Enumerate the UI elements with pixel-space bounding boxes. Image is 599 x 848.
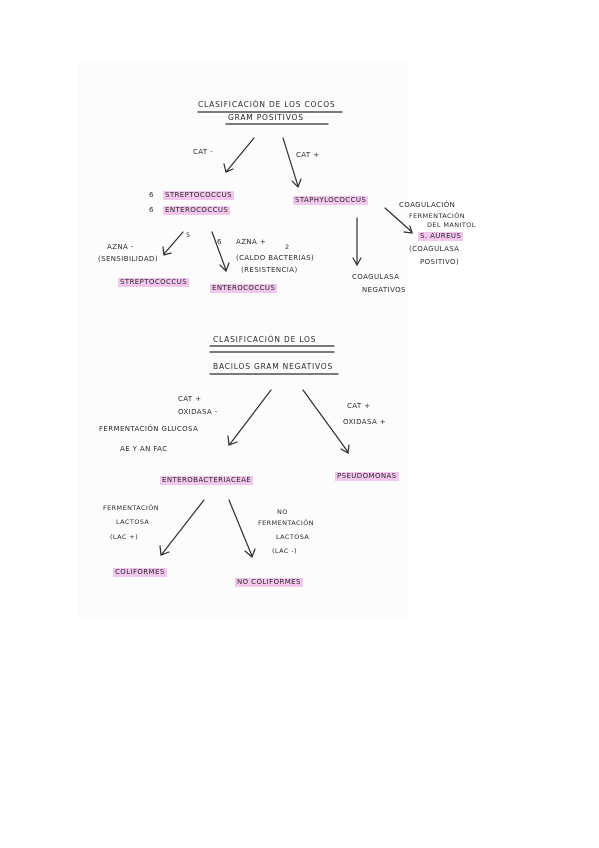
- s-aureus-label: S. AUREUS: [418, 232, 464, 241]
- right-condition-line1: CAT +: [347, 402, 371, 410]
- arrow-no-coliformes: [228, 499, 253, 557]
- azna-positive-superscript: 2: [285, 243, 290, 251]
- coagulase-positive-line4: (COAGULASA: [409, 245, 460, 253]
- streptococcus-result: STREPTOCOCCUS: [118, 278, 189, 287]
- arrowhead: [219, 262, 230, 273]
- no-fermentation-line4: (LAC -): [272, 547, 297, 555]
- right-condition-line2: OXIDASA +: [343, 418, 387, 426]
- no-fermentation-line1: NO: [277, 508, 288, 516]
- coagulase-positive-line3: DEL MANITOL: [427, 221, 476, 229]
- coagulase-positive-line2: FERMENTACIÓN: [409, 212, 465, 220]
- azna-positive-line1: AZNA +: [236, 238, 267, 246]
- left-condition-line3: FERMENTACIÓN GLUCOSA: [99, 425, 199, 433]
- arrow-cat-neg: [225, 137, 255, 173]
- arrowhead: [227, 435, 238, 446]
- arrowhead: [352, 257, 362, 267]
- notebook-sheet: [78, 60, 408, 620]
- fermentation-line2: LACTOSA: [116, 518, 150, 526]
- coliformes-label: COLIFORMES: [113, 568, 167, 577]
- coagulase-negative-line2: NEGATIVOS: [362, 286, 406, 294]
- right-branch-number: 6: [217, 238, 222, 246]
- streptococcus-label: STREPTOCOCCUS: [163, 191, 234, 200]
- enterococcus-result: ENTEROCOCCUS: [210, 284, 278, 293]
- left-condition-line4: AE Y AN FAC: [120, 445, 168, 453]
- left-condition-line1: CAT +: [178, 395, 202, 403]
- bacilos-subtitle: BACILOS GRAM NEGATIVOS: [213, 362, 334, 371]
- cocos-title: CLASIFICACIÓN DE LOS COCOS: [198, 100, 336, 109]
- arrowhead: [159, 545, 170, 556]
- fermentation-line1: FERMENTACIÓN: [103, 504, 159, 512]
- cocos-subtitle: GRAM POSITIVOS: [228, 113, 304, 122]
- enterococcus-label: ENTEROCOCCUS: [163, 206, 231, 215]
- arrow-coliformes: [161, 499, 205, 555]
- coagulase-negative-line1: COAGULASA: [352, 273, 400, 281]
- azna-negative-line1: AZNA -: [107, 243, 134, 251]
- coagulase-positive-line1: COAGULACIÓN: [399, 201, 456, 209]
- arrowhead: [340, 444, 350, 454]
- no-fermentation-line3: LACTOSA: [276, 533, 310, 541]
- strep-marker: 6: [149, 191, 154, 199]
- arrowhead: [244, 548, 256, 559]
- no-coliformes-label: NO COLIFORMES: [235, 578, 303, 587]
- arrow-azna-pos: [211, 231, 227, 271]
- left-branch-number: 5: [186, 231, 191, 239]
- arrow-pseudomonas: [302, 389, 349, 453]
- cat-negative-label: CAT -: [193, 148, 214, 156]
- arrowhead: [162, 246, 172, 256]
- cat-positive-label: CAT +: [296, 151, 320, 159]
- azna-positive-line2: (CALDO BACTERIAS): [236, 254, 315, 262]
- no-fermentation-line2: FERMENTACIÓN: [258, 519, 314, 527]
- staphylococcus-label: STAPHYLOCOCCUS: [293, 196, 369, 205]
- arrowhead: [291, 178, 302, 189]
- azna-negative-line2: (SENSIBILIDAD): [98, 255, 158, 263]
- arrow-cat-pos: [282, 137, 299, 187]
- enterobacteriaceae-label: ENTEROBACTERIACEAE: [160, 476, 254, 485]
- coagulase-positive-line5: POSITIVO): [420, 258, 460, 266]
- arrowhead: [403, 225, 413, 234]
- arrow-enterobacteriaceae: [229, 389, 272, 445]
- left-condition-line2: OXIDASA -: [178, 408, 218, 416]
- arrow-azna-neg: [163, 231, 184, 255]
- entero-marker: 6: [149, 206, 154, 214]
- arrowhead: [223, 163, 234, 173]
- bacilos-title: CLASIFICACIÓN DE LOS: [213, 335, 317, 344]
- fermentation-line3: (LAC +): [110, 533, 139, 541]
- azna-positive-line3: (RESISTENCIA): [241, 266, 298, 274]
- pseudomonas-label: PSEUDOMONAS: [335, 472, 399, 481]
- arrow-aureus: [384, 207, 413, 233]
